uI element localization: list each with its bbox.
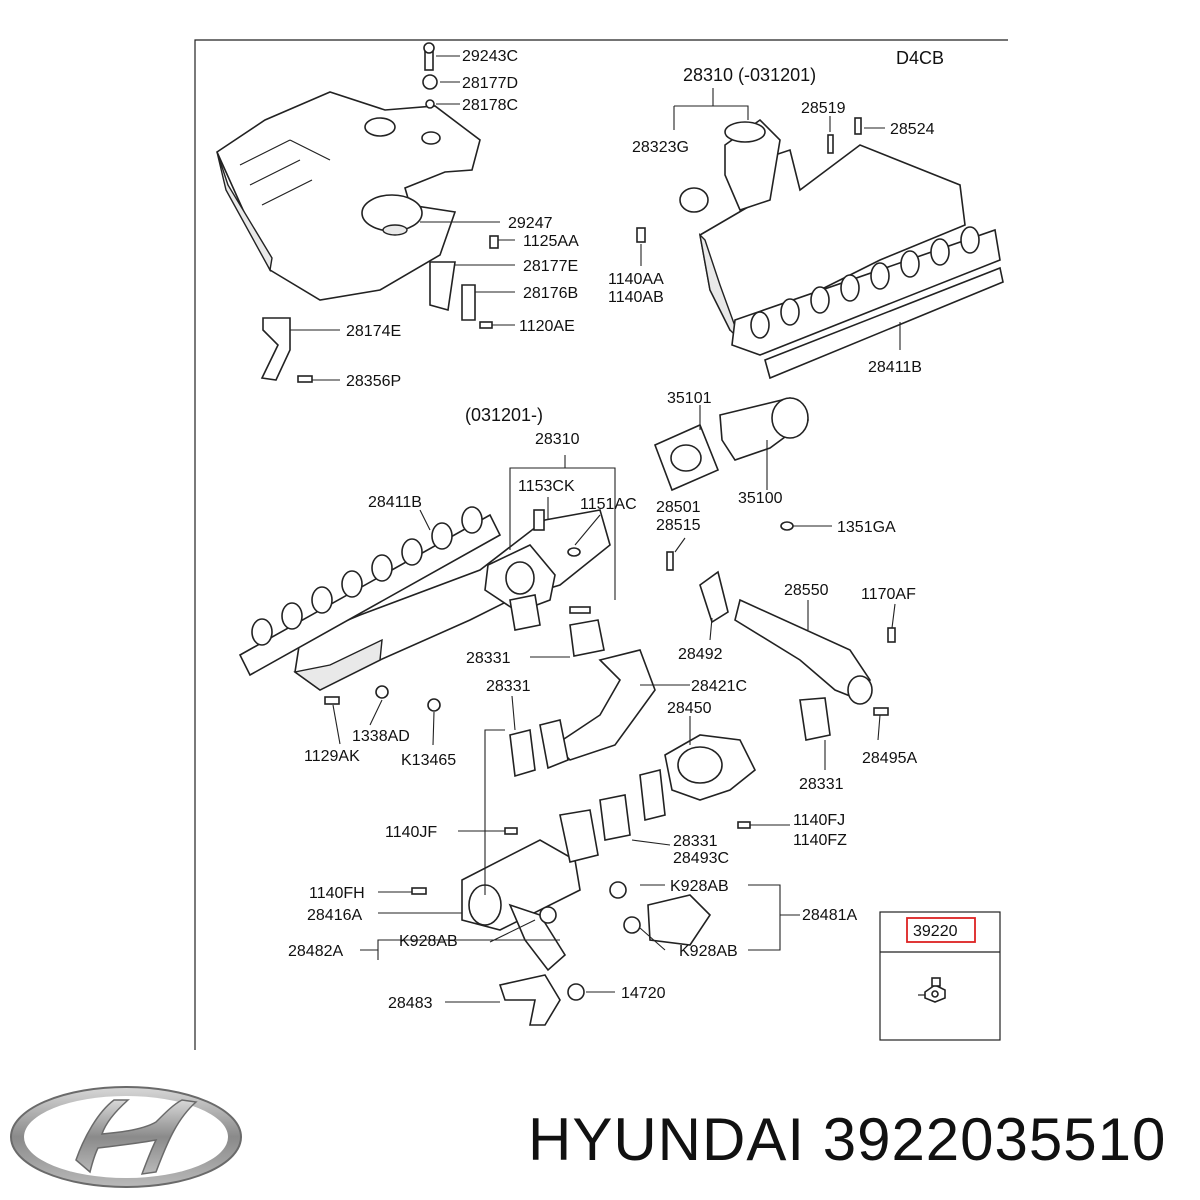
callout-k928ab-a: K928AB — [670, 878, 729, 895]
callout-1120ae: 1120AE — [519, 318, 575, 335]
callout-k13465: K13465 — [401, 752, 456, 769]
throttle-adapter — [653, 397, 810, 492]
diagram-frame — [194, 39, 1008, 1050]
callout-1140fj: 1140FJ — [793, 812, 845, 829]
bolts-middle — [324, 551, 896, 895]
callout-28524: 28524 — [890, 121, 935, 138]
intake-manifold-lower — [293, 509, 611, 691]
callout-1140fz: 1140FZ — [793, 832, 847, 849]
callout-28174e: 28174E — [346, 323, 401, 340]
nut-1351ga — [780, 521, 794, 531]
stud-28519 — [827, 134, 834, 154]
bolt-1140aa — [636, 227, 646, 243]
callout-28482a: 28482A — [288, 943, 343, 960]
callout-28501: 28501 — [656, 499, 701, 516]
gaskets-28331 — [509, 594, 831, 841]
callout-28331-b: 28331 — [486, 678, 531, 695]
callout-1140ab: 1140AB — [608, 289, 664, 306]
callout-28177d: 28177D — [462, 75, 518, 92]
callout-28356p: 28356P — [346, 373, 401, 390]
highlight-panel: 39220 — [879, 911, 1001, 1041]
callout-28519: 28519 — [801, 100, 846, 117]
callout-28515: 28515 — [656, 517, 701, 534]
gasket-lower — [238, 506, 502, 677]
egr-pipe-28550 — [699, 570, 873, 705]
hoses — [498, 881, 712, 1026]
callout-28481a: 28481A — [802, 907, 857, 924]
bolt-28524 — [854, 117, 862, 135]
callout-28176b: 28176B — [523, 285, 578, 302]
part-number: 3922035510 — [822, 1106, 1167, 1173]
callout-1129ak: 1129AK — [304, 748, 360, 765]
callout-1153ck: 1153CK — [518, 478, 575, 495]
callout-28331-a: 28331 — [466, 650, 511, 667]
callout-1351ga: 1351GA — [837, 519, 896, 536]
callout-28450: 28450 — [667, 700, 712, 717]
callout-35101: 35101 — [667, 390, 712, 407]
callout-k928ab-b: K928AB — [399, 933, 458, 950]
brand-part-line: HYUNDAI 3922035510 — [528, 1105, 1166, 1174]
group-note-mid: (031201-) — [465, 405, 543, 425]
callout-1125aa: 1125AA — [523, 233, 579, 250]
hyundai-logo-icon — [10, 1086, 242, 1188]
callout-28323g: 28323G — [632, 139, 689, 156]
callout-28492: 28492 — [678, 646, 723, 663]
callout-1151ac: 1151AC — [580, 496, 637, 513]
callout-14720: 14720 — [621, 985, 666, 1002]
callout-28550: 28550 — [784, 582, 829, 599]
sensor-39220-icon — [918, 977, 946, 1003]
callout-28331-c: 28331 — [799, 776, 844, 793]
callout-28411b-top: 28411B — [868, 359, 922, 376]
callout-1338ad: 1338AD — [352, 728, 410, 745]
callout-k928ab-c: K928AB — [679, 943, 738, 960]
callout-28411b-mid: 28411B — [368, 494, 422, 511]
callout-28178c: 28178C — [462, 97, 518, 114]
egr-valve-28450 — [639, 734, 757, 821]
gasket-upper — [764, 266, 1004, 380]
group-note-top: 28310 (-031201) — [683, 65, 816, 85]
brand-name: HYUNDAI — [528, 1106, 806, 1173]
cover-fasteners — [260, 42, 499, 383]
callout-labels: 29243C 28177D 28178C 28519 28524 28323G … — [288, 48, 935, 1012]
callout-28495a: 28495A — [862, 750, 917, 767]
egr-pipe-28421c — [539, 649, 656, 770]
callout-35100: 35100 — [738, 490, 783, 507]
intake-manifold-upper — [679, 118, 1001, 356]
callout-1170af: 1170AF — [861, 586, 916, 603]
callout-28177e: 28177E — [523, 258, 578, 275]
callout-28493c: 28493C — [673, 850, 729, 867]
callout-29247: 29247 — [508, 215, 553, 232]
engine-cover — [215, 91, 481, 301]
leader-lines — [290, 55, 901, 1003]
highlighted-part-number: 39220 — [913, 923, 958, 940]
callout-28416a: 28416A — [307, 907, 362, 924]
callout-28483: 28483 — [388, 995, 433, 1012]
callout-28310-mid: 28310 — [535, 431, 580, 448]
callout-29243c: 29243C — [462, 48, 518, 65]
callout-1140jf: 1140JF — [385, 824, 437, 841]
highlight-frame — [906, 917, 976, 943]
callout-1140aa: 1140AA — [608, 271, 664, 288]
engine-code: D4CB — [896, 48, 944, 68]
egr-cooler-28416a — [461, 809, 599, 931]
callout-1140fh: 1140FH — [309, 885, 365, 902]
callout-28331-d: 28331 — [673, 833, 718, 850]
callout-28421c: 28421C — [691, 678, 747, 695]
